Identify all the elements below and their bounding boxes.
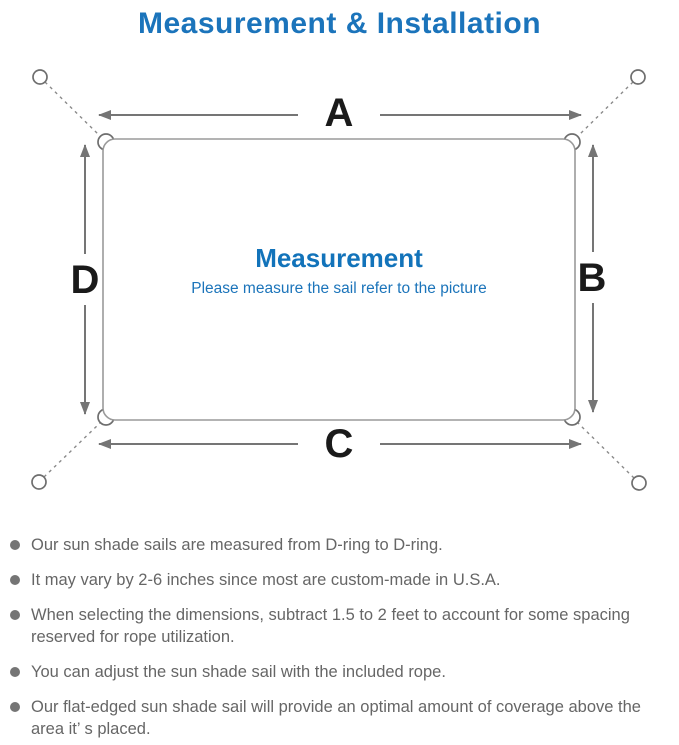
sail-outline [102, 138, 576, 421]
dimension-a: A [98, 91, 582, 135]
tether-line-top-right [577, 81, 634, 137]
page-title: Measurement & Installation [137, 7, 542, 40]
dimension-label-d: D [71, 258, 100, 302]
dimension-c: C [98, 422, 582, 466]
note-item: You can adjust the sun shade sail with t… [8, 661, 665, 683]
notes-list: Our sun shade sails are measured from D-… [0, 534, 679, 740]
bullet-icon [10, 702, 20, 712]
tether-line-bottom-left [43, 422, 101, 478]
dimension-label-a: A [325, 91, 354, 135]
diagram-center-subtitle: Please measure the sail refer to the pic… [191, 280, 487, 297]
note-text: When selecting the dimensions, subtract … [31, 606, 630, 646]
note-item: It may vary by 2-6 inches since most are… [8, 569, 665, 591]
bullet-icon [10, 667, 20, 677]
anchor-point-bottom-right [631, 475, 647, 491]
anchor-point-top-right [630, 69, 646, 85]
measurement-diagram-svg: A C D B Measurement Please measure the s… [31, 69, 647, 491]
note-item: Our flat-edged sun shade sail will provi… [8, 696, 665, 740]
dimension-d: D [71, 144, 100, 415]
anchor-point-bottom-left [31, 474, 47, 490]
note-item: Our sun shade sails are measured from D-… [8, 534, 665, 556]
note-text: Our flat-edged sun shade sail will provi… [31, 698, 641, 738]
note-item: When selecting the dimensions, subtract … [8, 604, 665, 648]
bullet-icon [10, 575, 20, 585]
note-text: Our sun shade sails are measured from D-… [31, 536, 443, 554]
note-text: It may vary by 2-6 inches since most are… [31, 571, 501, 589]
bullet-icon [10, 540, 20, 550]
anchor-point-top-left [32, 69, 48, 85]
bullet-icon [10, 610, 20, 620]
measurement-diagram: A C D B Measurement Please measure the s… [0, 54, 679, 519]
diagram-center-title: Measurement [255, 243, 423, 273]
dimension-b: B [578, 144, 607, 413]
dimension-label-c: C [325, 422, 354, 466]
dimension-label-b: B [578, 256, 607, 300]
tether-line-top-left [44, 81, 101, 137]
tether-line-bottom-right [577, 422, 635, 479]
note-text: You can adjust the sun shade sail with t… [31, 663, 446, 681]
